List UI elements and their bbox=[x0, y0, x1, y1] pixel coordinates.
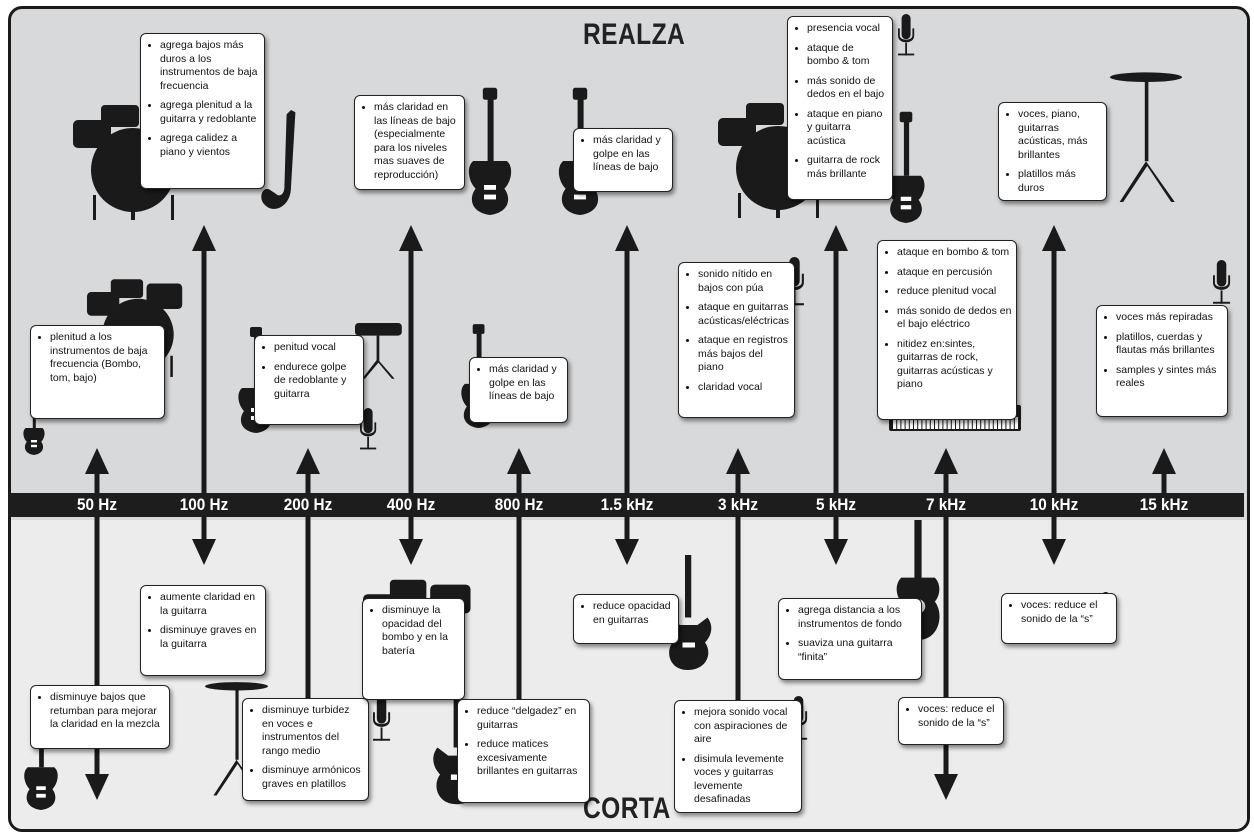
effect-item: más claridad en las líneas de bajo (espe… bbox=[374, 101, 460, 182]
effect-list: disminuye bajos que retumban para mejora… bbox=[37, 691, 165, 732]
effect-item: voces: reduce el sonido de la “s” bbox=[1021, 599, 1112, 626]
cut-box-400-hz: disminuye la opacidad del bombo y en la … bbox=[362, 598, 465, 700]
effect-list: plenitud a los instrumentos de baja frec… bbox=[37, 331, 160, 385]
effect-item: penitud vocal bbox=[274, 341, 359, 355]
effect-list: disminuye turbidez en voces e instrument… bbox=[249, 704, 364, 791]
freq-label: 10 kHz bbox=[1029, 495, 1079, 514]
effect-list: agrega bajos más duros a los instrumento… bbox=[147, 39, 260, 159]
effect-item: ataque en percusión bbox=[897, 266, 1012, 280]
effect-item: plenitud a los instrumentos de baja frec… bbox=[50, 331, 160, 385]
effect-item: guitarra de rock más brillante bbox=[807, 154, 888, 181]
effect-item: más claridad y golpe en las líneas de ba… bbox=[489, 363, 563, 404]
effect-list: disminuye la opacidad del bombo y en la … bbox=[369, 604, 460, 658]
effect-item: mejora sonido vocal con aspiraciones de … bbox=[694, 706, 797, 747]
effect-list: voces: reduce el sonido de la “s” bbox=[1008, 599, 1112, 626]
enhance-title: REALZA bbox=[583, 18, 686, 51]
cut-box-7-khz: voces: reduce el sonido de la “s” bbox=[898, 697, 1004, 745]
effect-item: disminuye la opacidad del bombo y en la … bbox=[382, 604, 460, 658]
effect-list: presencia vocal ataque de bombo & tom más … bbox=[794, 22, 888, 181]
effect-item: agrega plenitud a la guitarra y redoblan… bbox=[160, 99, 260, 126]
effect-item: disminuye turbidez en voces e instrument… bbox=[262, 704, 364, 758]
cut-box-50-hz: disminuye bajos que retumban para mejora… bbox=[30, 685, 170, 749]
freq-label: 7 kHz bbox=[926, 495, 966, 514]
enhance-box-7-khz: ataque en bombo & tom ataque en percusión… bbox=[877, 240, 1017, 420]
effect-item: agrega distancia a los instrumentos de f… bbox=[798, 604, 917, 631]
cut-box-3-khz: mejora sonido vocal con aspiraciones de … bbox=[674, 700, 802, 813]
effect-item: más claridad y golpe en las líneas de ba… bbox=[593, 134, 668, 175]
effect-item: sonido nítido en bajos con púa bbox=[698, 268, 790, 295]
enhance-box-400-hz: más claridad en las líneas de bajo (espe… bbox=[354, 95, 465, 190]
freq-label: 200 Hz bbox=[283, 495, 333, 514]
freq-label: 800 Hz bbox=[494, 495, 544, 514]
effect-item: disminuye armónicos graves en platillos bbox=[262, 764, 364, 791]
effect-item: voces: reduce el sonido de la “s” bbox=[918, 703, 999, 730]
effect-item: samples y sintes más reales bbox=[1116, 364, 1223, 391]
cut-title: CORTA bbox=[583, 792, 671, 825]
effect-list: sonido nítido en bajos con púa ataque en … bbox=[685, 268, 790, 394]
effect-item: ataque en registros más bajos del piano bbox=[698, 334, 790, 375]
effect-list: más claridad y golpe en las líneas de ba… bbox=[580, 134, 668, 175]
effect-item: presencia vocal bbox=[807, 22, 888, 36]
effect-list: voces: reduce el sonido de la “s” bbox=[905, 703, 999, 730]
effect-item: disminuye graves en la guitarra bbox=[160, 624, 261, 651]
effect-list: aumente claridad en la guitarra disminuye… bbox=[147, 591, 261, 651]
enhance-box-50-hz: plenitud a los instrumentos de baja frec… bbox=[30, 325, 165, 419]
effect-list: mejora sonido vocal con aspiraciones de … bbox=[681, 706, 797, 807]
freq-label: 400 Hz bbox=[386, 495, 436, 514]
cut-box-200-hz: disminuye turbidez en voces e instrument… bbox=[242, 698, 369, 801]
freq-label: 15 kHz bbox=[1139, 495, 1189, 514]
frequency-axis bbox=[8, 493, 1244, 517]
effect-list: reduce “delgadez” en guitarras reduce mat… bbox=[464, 705, 585, 779]
effect-item: reduce opacidad en guitarras bbox=[593, 600, 674, 627]
cut-box-800-hz: reduce “delgadez” en guitarras reduce mat… bbox=[457, 699, 590, 803]
freq-label: 5 kHz bbox=[816, 495, 856, 514]
effect-item: voces, piano, guitarras acústicas, más b… bbox=[1018, 108, 1102, 162]
effect-list: penitud vocal endurece golpe de redoblant… bbox=[261, 341, 359, 401]
cut-box-1-5-khz: reduce opacidad en guitarras bbox=[573, 594, 679, 644]
enhance-box-10-khz: voces, piano, guitarras acústicas, más b… bbox=[998, 102, 1107, 201]
enhance-box-1-5-khz: más claridad y golpe en las líneas de ba… bbox=[573, 128, 673, 192]
effect-item: reduce “delgadez” en guitarras bbox=[477, 705, 585, 732]
effect-item: ataque en piano y guitarra acústica bbox=[807, 108, 888, 149]
effect-list: voces más repiradas platillos, cuerdas y … bbox=[1103, 311, 1223, 391]
effect-item: reduce plenitud vocal bbox=[897, 285, 1012, 299]
effect-item: endurece golpe de redoblante y guitarra bbox=[274, 361, 359, 402]
effect-item: disminuye bajos que retumban para mejora… bbox=[50, 691, 165, 732]
effect-item: agrega bajos más duros a los instrumento… bbox=[160, 39, 260, 93]
effect-item: claridad vocal bbox=[698, 381, 790, 395]
cut-box-10-khz: voces: reduce el sonido de la “s” bbox=[1001, 593, 1117, 644]
effect-item: platillos, cuerdas y flautas más brillan… bbox=[1116, 331, 1223, 358]
effect-item: más sonido de dedos en el bajo bbox=[807, 75, 888, 102]
effect-list: más claridad en las líneas de bajo (espe… bbox=[361, 101, 460, 182]
effect-item: platillos más duros bbox=[1018, 168, 1102, 195]
enhance-box-800-hz: más claridad y golpe en las líneas de ba… bbox=[469, 357, 568, 423]
effect-item: ataque en bombo & tom bbox=[897, 246, 1012, 260]
cut-box-5-khz: agrega distancia a los instrumentos de f… bbox=[778, 598, 922, 680]
effect-item: voces más repiradas bbox=[1116, 311, 1223, 325]
enhance-box-3-khz: sonido nítido en bajos con púa ataque en … bbox=[678, 262, 795, 418]
freq-label: 50 Hz bbox=[77, 495, 117, 514]
effect-item: ataque en guitarras acústicas/eléctricas bbox=[698, 301, 790, 328]
enhance-box-200-hz: penitud vocal endurece golpe de redoblant… bbox=[254, 335, 364, 425]
cut-box-100-hz: aumente claridad en la guitarra disminuye… bbox=[140, 585, 266, 676]
effect-list: reduce opacidad en guitarras bbox=[580, 600, 674, 627]
effect-list: voces, piano, guitarras acústicas, más b… bbox=[1005, 108, 1102, 195]
enhance-box-100-hz: agrega bajos más duros a los instrumento… bbox=[140, 33, 265, 189]
effect-item: nitidez en:sintes, guitarras de rock, gu… bbox=[897, 338, 1012, 392]
effect-list: más claridad y golpe en las líneas de ba… bbox=[476, 363, 563, 404]
effect-list: ataque en bombo & tom ataque en percusión… bbox=[884, 246, 1012, 392]
effect-item: aumente claridad en la guitarra bbox=[160, 591, 261, 618]
effect-item: agrega calidez a piano y vientos bbox=[160, 132, 260, 159]
effect-list: agrega distancia a los instrumentos de f… bbox=[785, 604, 917, 664]
effect-item: reduce matices excesivamente brillantes … bbox=[477, 738, 585, 779]
effect-item: suaviza una guitarra “finita” bbox=[798, 637, 917, 664]
effect-item: disimula levemente voces y guitarras lev… bbox=[694, 753, 797, 807]
enhance-box-15-khz: voces más repiradas platillos, cuerdas y … bbox=[1096, 305, 1228, 417]
effect-item: más sonido de dedos en el bajo eléctrico bbox=[897, 305, 1012, 332]
freq-label: 1.5 kHz bbox=[600, 495, 654, 514]
enhance-box-5-khz: presencia vocal ataque de bombo & tom más … bbox=[787, 16, 893, 200]
freq-label: 3 kHz bbox=[718, 495, 758, 514]
freq-label: 100 Hz bbox=[179, 495, 229, 514]
effect-item: ataque de bombo & tom bbox=[807, 42, 888, 69]
